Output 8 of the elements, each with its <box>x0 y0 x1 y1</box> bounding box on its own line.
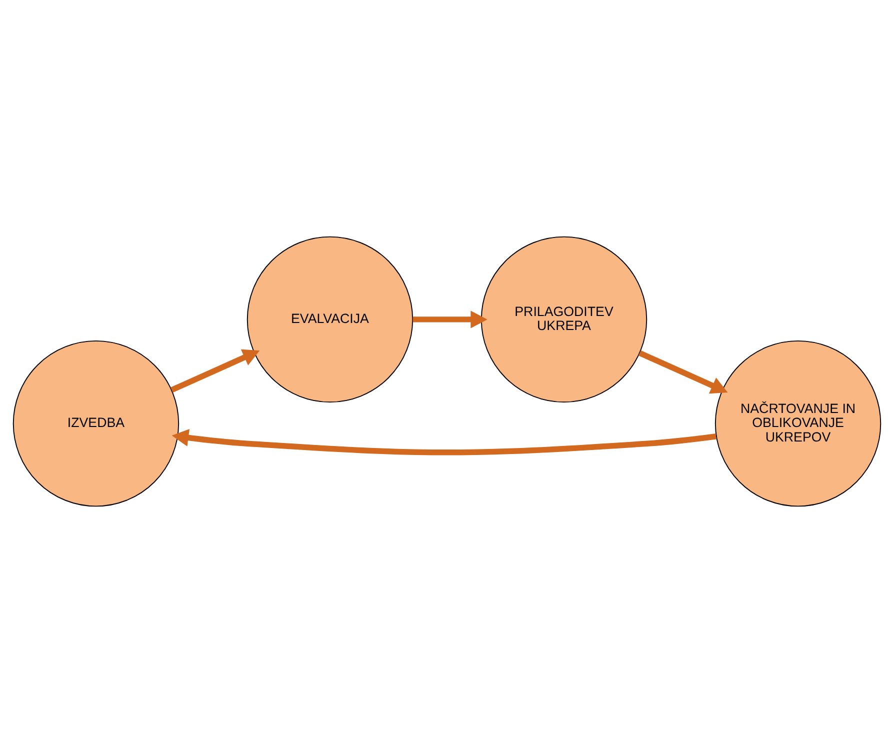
node-circle: NAČRTOVANJE IN OBLIKOVANJE UKREPOV <box>714 340 882 506</box>
node-circle: IZVEDBA <box>12 340 180 506</box>
node-circle: PRILAGODITEV UKREPA <box>480 236 648 402</box>
node-circle: EVALVACIJA <box>246 236 414 402</box>
arrow <box>170 348 260 392</box>
arrow <box>172 428 716 455</box>
arrow <box>638 350 728 394</box>
arrow <box>412 310 488 328</box>
